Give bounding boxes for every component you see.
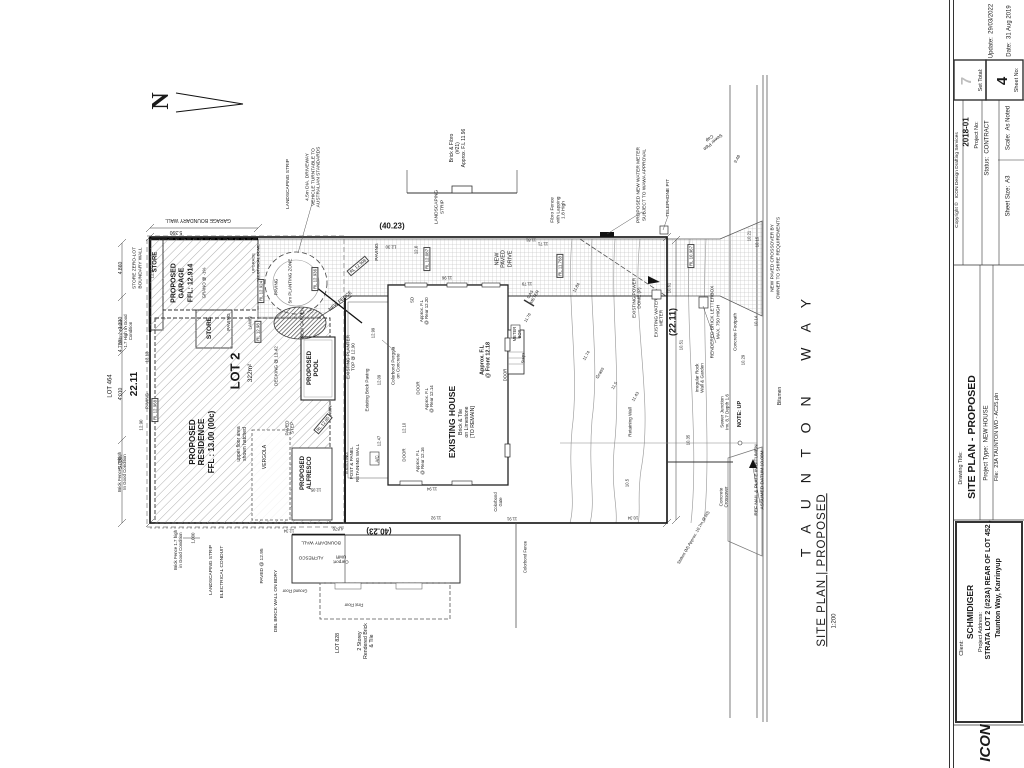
update-field: Update: 29/03/2022 — [988, 3, 995, 59]
utility-markers — [560, 225, 757, 468]
fence-lines — [150, 238, 733, 628]
plan-label: (40.23) — [379, 221, 405, 231]
set-total-label: Set Total: — [977, 68, 984, 92]
icon-logo: ICON — [977, 724, 995, 762]
drawing-title-label: Drawing Title: — [957, 451, 964, 485]
dimension-lines — [117, 223, 681, 539]
sheet-no-label: Sheet No: — [1013, 67, 1020, 93]
titleblock-frame — [949, 0, 1024, 768]
project-address-line2: Taunton Way, Karrinyup — [994, 558, 1002, 638]
lot-boundary — [149, 236, 668, 524]
neighbour-21-outline — [406, 170, 518, 194]
vergola-outline — [251, 429, 291, 521]
proposed-alfresco-outline — [291, 447, 333, 521]
existing-house-outline — [369, 282, 535, 486]
project-address-line1: STRATA LOT 2 (#23A) REAR OF LOT 452 , — [984, 520, 992, 660]
status-field: Status: CONTRACT — [984, 120, 991, 176]
neighbour-828-outline — [291, 534, 461, 620]
proposed-pool-outline — [300, 336, 336, 401]
leader-lines — [297, 199, 761, 504]
drawing-title-value: SITE PLAN - PROPOSED — [965, 375, 978, 499]
project-no-value: 2018-01 — [961, 117, 971, 147]
copyright-line: Copyright © ICON Design Drafting Service… — [955, 132, 961, 228]
sheet-no-value: 4 — [994, 76, 1012, 86]
set-total-value: 7 — [958, 76, 976, 86]
road-and-footpath-lines — [729, 75, 768, 722]
file-field: File: 23A TAUNTON WD - AC25.pln — [993, 392, 1000, 482]
client-value: SCHMIDIGER — [964, 584, 975, 640]
project-no-label: Project No: — [973, 121, 980, 149]
project-type-field: Project Type: NEW HOUSE — [983, 405, 990, 481]
concrete-crossover — [727, 446, 763, 557]
north-arrow-icon — [175, 92, 244, 113]
scale-field: Scale: As Noted — [1005, 105, 1012, 151]
client-label: Client: — [958, 640, 965, 656]
project-address-label: Project Address: — [977, 611, 984, 653]
date-field: Date: 31 Aug 2019 — [1006, 5, 1013, 57]
new-garden-bed — [273, 306, 327, 340]
sheet-size-field: Sheet Size: A3 — [1005, 175, 1012, 217]
